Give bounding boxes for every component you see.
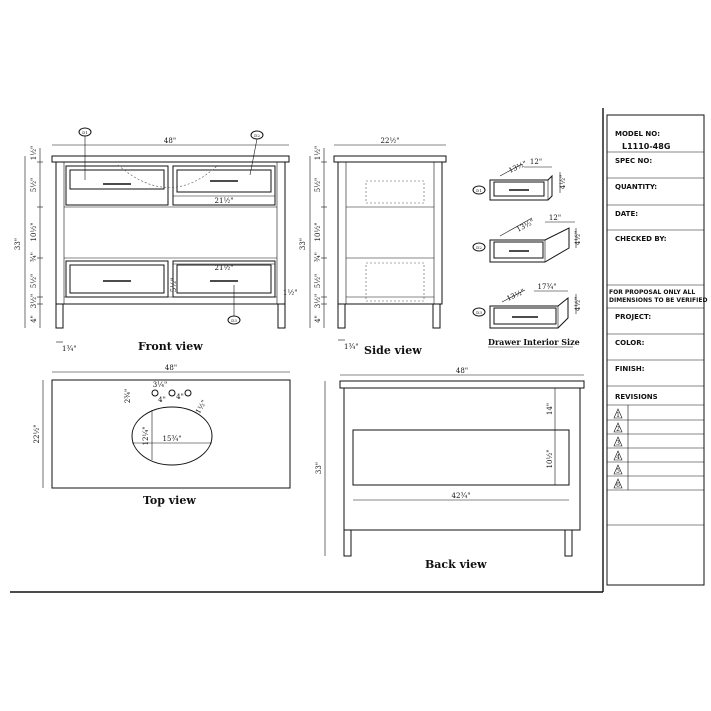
side-drawer-h1-dim: 5½"	[314, 178, 322, 192]
top-view: 48" 22½" 2¾" 3¼" 4" 4" 1½" 12¼" 15¾" Top…	[33, 364, 291, 507]
top-faucet-b-dim: 4"	[158, 396, 166, 404]
callout-d3-icon	[472, 307, 486, 317]
front-width-dim: 48"	[164, 137, 176, 145]
front-rail-dim: ¾"	[30, 252, 38, 262]
side-height-dim: 33"	[299, 238, 307, 250]
drawer1-depth-dim: 13½"	[507, 160, 528, 175]
top-view-label: Top view	[143, 494, 196, 507]
svg-text:D1: D1	[82, 130, 88, 135]
top-depth-dim: 22½"	[33, 425, 41, 444]
callout-d2-icon	[472, 242, 486, 252]
quantity-label: QUANTITY:	[615, 183, 657, 191]
model-no-label: MODEL NO:	[615, 130, 660, 138]
front-height-dim: 33"	[14, 238, 22, 250]
back-height-dim: 33"	[315, 462, 323, 474]
drawer1-height-dim: 4½"	[559, 175, 567, 189]
top-faucet-c-dim: 4"	[176, 393, 184, 401]
color-label: COLOR:	[615, 339, 645, 347]
front-leg-dim: 4"	[30, 315, 38, 323]
drawer2-height-dim: 4½"	[574, 231, 582, 245]
revision-triangle-icon: 6	[613, 478, 623, 489]
front-drawer-h2-dim: 5½"	[30, 274, 38, 288]
svg-text:6: 6	[616, 482, 620, 489]
svg-text:D3: D3	[231, 318, 237, 323]
model-no-value: L1110-48G	[622, 142, 670, 151]
svg-text:5: 5	[616, 468, 620, 475]
top-width-dim: 48"	[165, 364, 177, 372]
drawer1-width-dim: 12"	[530, 158, 542, 166]
front-drawer-h-right-dim: 5½"	[170, 278, 178, 292]
revision-triangles: 1 2 3 4 5 6	[613, 408, 623, 489]
drawer2-width-dim: 12"	[549, 214, 561, 222]
front-top-thk-dim: 1½"	[30, 146, 38, 160]
finish-label: FINISH:	[615, 365, 645, 373]
revision-triangle-icon: 5	[613, 464, 623, 475]
revision-triangle-icon: 2	[613, 422, 623, 433]
revision-triangle-icon: 1	[613, 408, 623, 419]
top-bowl-width-dim: 15¾"	[163, 435, 182, 443]
side-base-dim: 3½"	[314, 294, 322, 308]
svg-text:3: 3	[616, 440, 620, 447]
callout-d1-icon	[472, 185, 486, 195]
back-view-label: Back view	[425, 558, 487, 571]
svg-text:D1: D1	[476, 188, 482, 193]
svg-text:1: 1	[616, 412, 620, 419]
side-drawer-h2-dim: 5½"	[314, 274, 322, 288]
top-hole-dim: 3¼"	[153, 381, 167, 389]
side-leg-w-dim: 1¾"	[344, 343, 358, 351]
top-bowl-depth-dim: 12¼"	[142, 427, 150, 446]
svg-text:D2: D2	[476, 245, 482, 250]
front-view-label: Front view	[138, 340, 203, 353]
spec-no-label: SPEC NO:	[615, 157, 652, 165]
top-faucet-a-dim: 2¾"	[124, 389, 132, 403]
back-panel-h-dim: 10½"	[546, 450, 554, 469]
front-drawer-h1-dim: 5½"	[30, 178, 38, 192]
revision-triangle-icon: 4	[613, 450, 623, 461]
side-mid-open-dim: 10½"	[314, 223, 322, 242]
top-faucet-d-dim: 1½"	[194, 399, 208, 416]
drawer3-width-dim: 17¾"	[538, 283, 557, 291]
side-depth-dim: 22½"	[381, 137, 400, 145]
side-view-label: Side view	[364, 344, 422, 357]
front-drawer-w-bottom-dim: 21½"	[215, 264, 234, 272]
front-drawer-w-top-dim: 21½"	[215, 197, 234, 205]
date-label: DATE:	[615, 210, 638, 218]
back-panel-w-dim: 42¾"	[452, 492, 471, 500]
drawer-interior-label: Drawer Interior Size	[488, 337, 580, 347]
revisions-label: REVISIONS	[615, 393, 658, 401]
front-base-dim: 3½"	[30, 294, 38, 308]
front-mid-open-dim: 10½"	[30, 223, 38, 242]
svg-text:2: 2	[616, 426, 620, 433]
side-leg-dim: 4"	[314, 315, 322, 323]
drawer3-depth-dim: 13½"	[505, 288, 526, 303]
svg-text:4: 4	[616, 454, 620, 461]
checked-by-label: CHECKED BY:	[615, 235, 667, 243]
title-block: MODEL NO: L1110-48G SPEC NO: QUANTITY: D…	[606, 114, 707, 586]
side-rail-dim: ¾"	[314, 252, 322, 262]
svg-text:D2: D2	[254, 133, 260, 138]
revision-triangle-icon: 3	[613, 436, 623, 447]
project-label: PROJECT:	[615, 313, 651, 321]
svg-text:D3: D3	[476, 310, 482, 315]
proposal-note-line2: DIMENSIONS TO BE VERIFIED	[609, 297, 707, 304]
back-width-dim: 48"	[456, 367, 468, 375]
side-view: 22½" 33" 1½" 5½" 10½" ¾" 5½" 3½" 4" 1¾" …	[299, 137, 447, 357]
back-panel-top-dim: 14"	[546, 403, 554, 415]
drawer3-height-dim: 4½"	[574, 297, 582, 311]
front-view: D1 D2 D3 48" 33" 1½" 5½" 10½" ¾" 5½" 3½"…	[14, 127, 297, 353]
back-view: 48" 33" 14" 10½" 42¾" Back view	[315, 367, 585, 571]
drawer2-depth-dim: 13½"	[515, 218, 535, 234]
drawer-interior-sizes: D1 12" 13½" 4½" D2 12" 13½" 4½" D3 17¾"	[472, 158, 582, 348]
front-leg-w-dim: 1¾"	[62, 345, 76, 353]
side-top-thk-dim: 1½"	[314, 146, 322, 160]
front-bottom-right-dim: 1½"	[283, 289, 297, 297]
proposal-note-line1: FOR PROPOSAL ONLY ALL	[609, 289, 695, 296]
